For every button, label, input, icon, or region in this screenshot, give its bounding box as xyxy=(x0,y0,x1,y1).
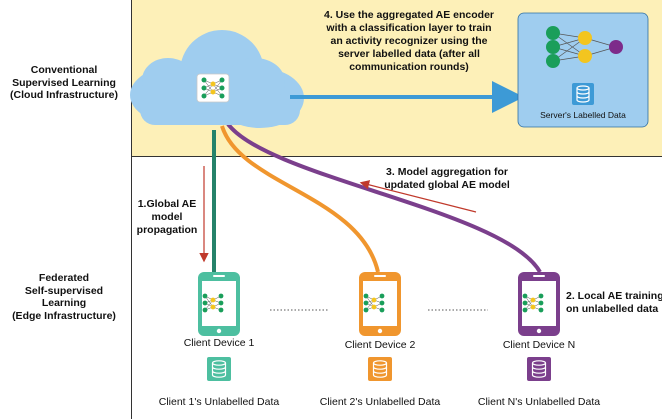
step3-label: 3. Model aggregation for updated global … xyxy=(384,166,510,191)
step2-label: 2. Local AE training on unlabelled data xyxy=(566,290,662,315)
database-icon xyxy=(368,357,392,381)
client-device-2-label: Client Device 2 xyxy=(344,339,416,351)
edge-infrastructure-divider xyxy=(131,156,132,419)
neural-network-icon xyxy=(196,73,230,103)
client-device-1-label: Client Device 1 xyxy=(183,337,255,349)
neural-network-icon xyxy=(522,293,544,313)
neural-network-icon xyxy=(202,293,224,313)
client-2-data-label: Client 2's Unlabelled Data xyxy=(319,396,441,408)
database-icon xyxy=(527,357,551,381)
neural-network-icon xyxy=(363,293,385,313)
client-n-data-label: Client N's Unlabelled Data xyxy=(477,396,601,408)
edge-section-label: Federated Self-supervised Learning (Edge… xyxy=(12,272,116,322)
cloud-section-label: Conventional Supervised Learning (Cloud … xyxy=(10,64,118,101)
server-data-label: Server's Labelled Data xyxy=(540,110,626,120)
step4-label: 4. Use the aggregated AE encoder with a … xyxy=(324,9,494,73)
orange-link-line xyxy=(220,125,380,273)
client-device-n-label: Client Device N xyxy=(502,339,576,351)
purple-link-line xyxy=(226,122,542,274)
model-aggregation-arrow xyxy=(359,180,477,213)
database-icon xyxy=(207,357,231,381)
step1-label: 1.Global AE model propagation xyxy=(136,198,198,236)
client-1-data-label: Client 1's Unlabelled Data xyxy=(158,396,280,408)
server-database-icon xyxy=(572,83,594,105)
